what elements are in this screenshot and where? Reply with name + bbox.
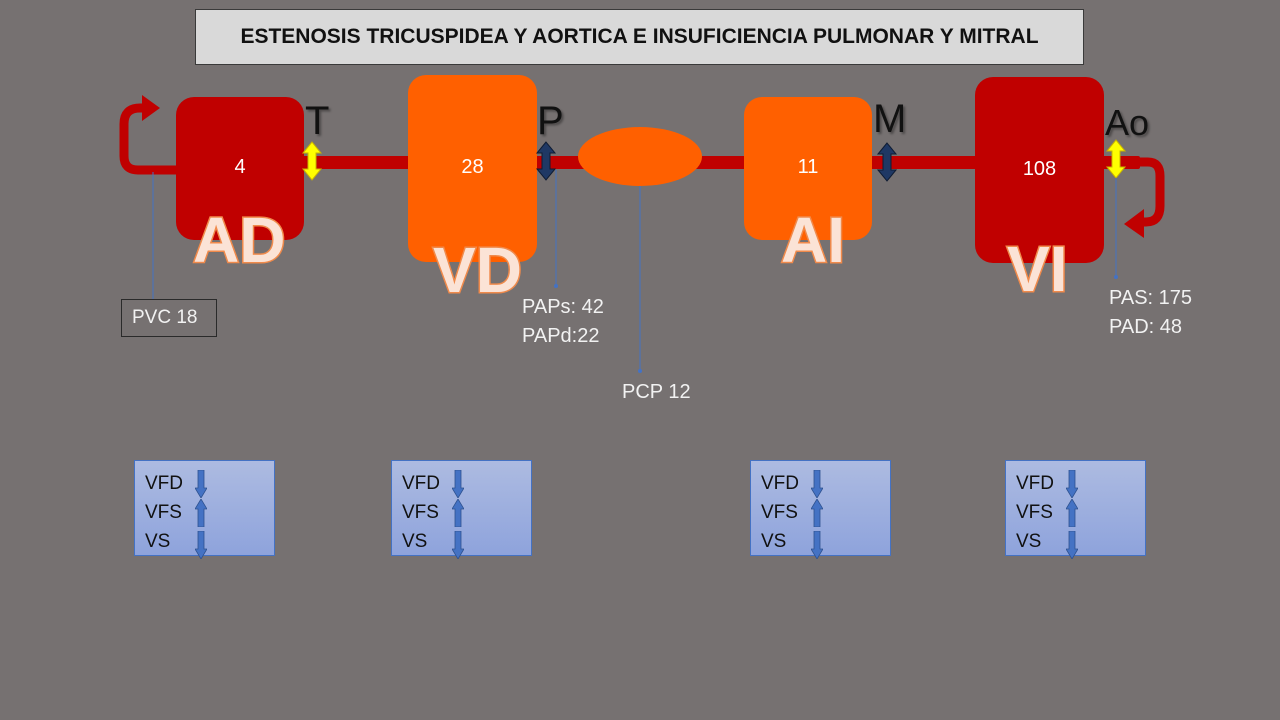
lung-circulation-ellipse (578, 127, 702, 186)
volume-box-ad: VFD VFS VS (134, 460, 275, 559)
paps-value: PAPs: 42 (522, 296, 604, 318)
chamber-vi: 108 (975, 77, 1104, 263)
vol-row-vfs: VFS (145, 498, 274, 527)
vol-row-vfd: VFD (761, 469, 890, 498)
arrow-up-icon (1066, 498, 1078, 527)
vol-row-vfs: VFS (1016, 498, 1145, 527)
valve-letter-tricuspid: T (305, 99, 330, 143)
vol-row-vfs: VFS (402, 498, 531, 527)
vol-row-vs: VS (1016, 527, 1145, 559)
label-vd: VD (432, 234, 524, 306)
label-ad: AD (191, 204, 286, 276)
chamber-ai: 11 (744, 97, 872, 240)
page-title: ESTENOSIS TRICUSPIDEA Y AORTICA E INSUFI… (195, 9, 1084, 65)
vs-label: VS (145, 531, 171, 552)
vfs-label: VFS (1016, 502, 1053, 523)
vfs-label: VFS (145, 502, 182, 523)
vfs-label: VFS (402, 502, 439, 523)
curved-arrow-icon (119, 95, 176, 175)
arrow-down-icon (452, 469, 464, 498)
vol-row-vfd: VFD (1016, 469, 1145, 498)
pressure-vi: 108 (1022, 158, 1057, 180)
vol-row-vs: VS (402, 527, 531, 559)
curved-arrow-icon (1124, 157, 1165, 238)
pcp-readout: PCP 12 (622, 381, 691, 403)
vol-row-vs: VS (145, 527, 274, 559)
arrow-down-icon (452, 531, 464, 559)
arrow-down-icon (1066, 531, 1078, 559)
papd-value: PAPd:22 (522, 325, 600, 347)
arrow-down-icon (811, 469, 823, 498)
arrow-down-icon (811, 531, 823, 559)
arrow-up-icon (452, 498, 464, 527)
vfd-label: VFD (402, 473, 440, 494)
vs-label: VS (761, 531, 787, 552)
pas-value: PAS: 175 (1109, 287, 1193, 309)
volume-box-ai: VFD VFS VS (750, 460, 891, 559)
vol-row-vfd: VFD (402, 469, 531, 498)
yellow-double-arrow-icon (1105, 139, 1127, 179)
valve-letter-pulmonary: P (537, 99, 564, 143)
label-ai: AI (780, 204, 847, 276)
vs-label: VS (1016, 531, 1042, 552)
yellow-double-arrow-icon (301, 141, 323, 181)
vfd-label: VFD (761, 473, 799, 494)
pressure-vd: 28 (461, 156, 484, 178)
pa-systemic-readout: PAS: 175 PAD: 48 (1109, 284, 1192, 342)
arrow-down-icon (195, 469, 207, 498)
pressure-ai: 11 (797, 156, 819, 178)
connector-ad-vd (300, 156, 412, 169)
vs-label: VS (402, 531, 428, 552)
vol-row-vs: VS (761, 527, 890, 559)
chamber-vd: 28 (408, 75, 537, 262)
pressure-ad: 4 (234, 156, 246, 178)
label-vi: VI (1005, 233, 1068, 305)
valve-letter-mitral: M (873, 97, 907, 141)
arrow-up-icon (195, 498, 207, 527)
vfd-label: VFD (1016, 473, 1054, 494)
volume-box-vi: VFD VFS VS (1005, 460, 1146, 559)
navy-double-arrow-icon (876, 142, 898, 182)
pad-value: PAD: 48 (1109, 316, 1182, 338)
vol-row-vfd: VFD (145, 469, 274, 498)
pvc-readout: PVC 18 (121, 299, 217, 337)
pap-readout: PAPs: 42 PAPd:22 (522, 293, 604, 351)
chamber-ad: 4 (176, 97, 304, 240)
volume-box-vd: VFD VFS VS (391, 460, 532, 559)
vfd-label: VFD (145, 473, 183, 494)
valve-letter-aortic: Ao (1105, 102, 1150, 143)
vfs-label: VFS (761, 502, 798, 523)
arrow-down-icon (195, 531, 207, 559)
connector-ai-vi (868, 156, 978, 169)
navy-double-arrow-icon (535, 141, 557, 181)
arrow-down-icon (1066, 469, 1078, 498)
arrow-up-icon (811, 498, 823, 527)
vol-row-vfs: VFS (761, 498, 890, 527)
